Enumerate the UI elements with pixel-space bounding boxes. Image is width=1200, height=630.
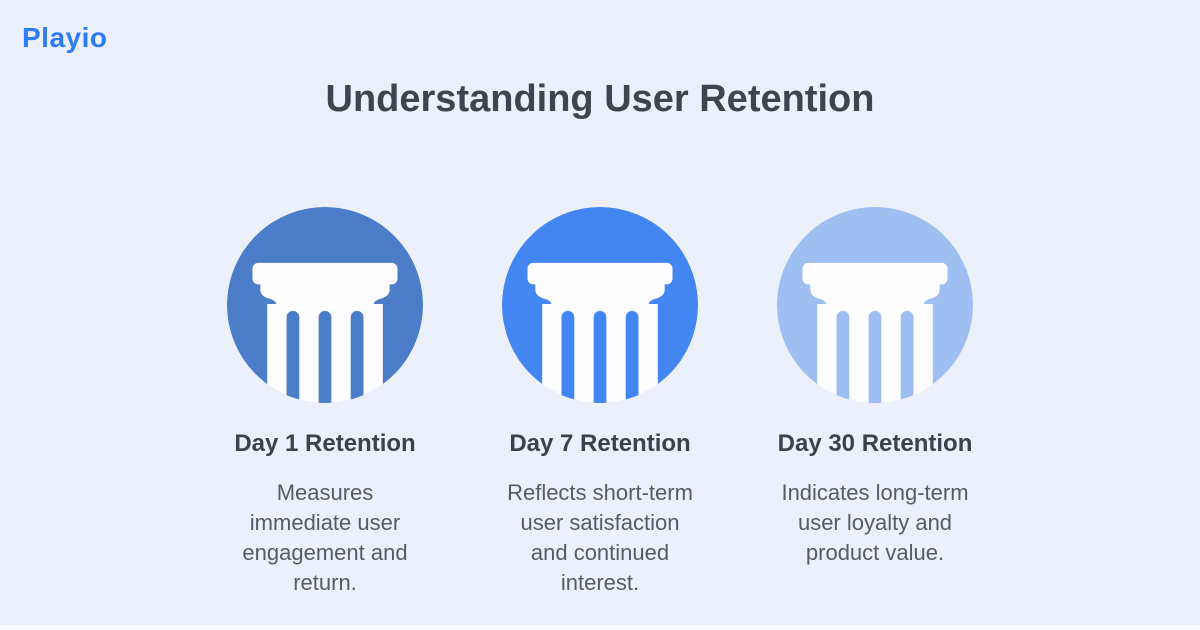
- column-day-1: Day 1 Retention Measures immediate user …: [188, 207, 463, 598]
- column-heading: Day 30 Retention: [777, 430, 973, 457]
- column-day-7: Day 7 Retention Reflects short-term user…: [463, 207, 738, 598]
- column-heading: Day 1 Retention: [234, 430, 416, 457]
- pillar-icon: [227, 207, 423, 403]
- pillar-icon: [777, 207, 973, 403]
- column-heading: Day 7 Retention: [509, 430, 691, 457]
- page-title: Understanding User Retention: [325, 78, 875, 120]
- column-day-30: Day 30 Retention Indicates long-term use…: [738, 207, 1013, 598]
- brand-logo: Playio: [22, 22, 108, 53]
- bottom-edge-strip: [0, 625, 1200, 630]
- column-description: Indicates long-term user loyalty and pro…: [781, 480, 969, 565]
- column-description: Measures immediate user engagement and r…: [242, 480, 408, 595]
- column-description: Reflects short-term user satisfaction an…: [507, 480, 693, 595]
- pillar-icon: [502, 207, 698, 403]
- retention-columns: Day 1 Retention Measures immediate user …: [0, 207, 1200, 598]
